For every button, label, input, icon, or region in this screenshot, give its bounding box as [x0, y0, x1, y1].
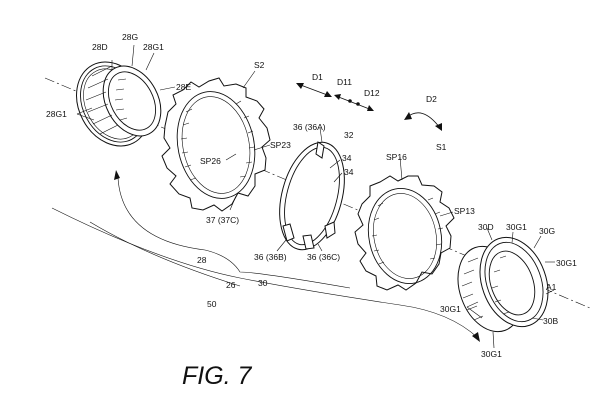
label-50: 50 — [207, 299, 217, 309]
label-28g1-left: 28G1 — [46, 109, 67, 119]
label-34-lower: 34 — [344, 167, 354, 177]
leader-lines — [76, 44, 555, 349]
sprocket-s1 — [354, 175, 455, 291]
reference-labels: 28D 28G 28G1 28E 28G1 S2 SP26 SP23 37 (3… — [46, 32, 577, 359]
direction-arrow-d1 — [296, 83, 332, 97]
label-28g: 28G — [122, 32, 138, 42]
label-26: 26 — [226, 280, 236, 290]
label-s2: S2 — [254, 60, 265, 70]
lock-ring-30 — [457, 236, 549, 333]
label-d2: D2 — [426, 94, 437, 104]
label-sp26: SP26 — [200, 156, 221, 166]
label-s1: S1 — [436, 142, 447, 152]
label-d11: D11 — [337, 77, 352, 87]
label-a1: A1 — [546, 282, 557, 292]
label-37: 37 (37C) — [206, 215, 239, 225]
label-28e: 28E — [176, 82, 191, 92]
label-30g1-c: 30G1 — [440, 304, 461, 314]
figure-caption: FIG. 7 — [182, 362, 253, 390]
label-30b: 30B — [543, 316, 558, 326]
label-28g1-top: 28G1 — [143, 42, 164, 52]
label-36b: 36 (36B) — [254, 252, 287, 262]
label-36a: 36 (36A) — [293, 122, 326, 132]
direction-arrow-d2 — [404, 112, 442, 131]
label-d12: D12 — [364, 88, 380, 98]
label-34-upper: 34 — [342, 153, 352, 163]
label-30d: 30D — [478, 222, 494, 232]
label-sp16: SP16 — [386, 152, 407, 162]
label-30g1-d: 30G1 — [481, 349, 502, 359]
label-30g1-b: 30G1 — [556, 258, 577, 268]
label-30g1-a: 30G1 — [506, 222, 527, 232]
label-sp23: SP23 — [270, 140, 291, 150]
label-32: 32 — [344, 130, 354, 140]
label-36c: 36 (36C) — [307, 252, 340, 262]
ring-32 — [279, 141, 345, 251]
label-sp13: SP13 — [454, 206, 475, 216]
label-30: 30 — [258, 278, 268, 288]
assembly-brackets — [51, 170, 480, 342]
direction-arrow-d11-d12 — [334, 94, 374, 111]
label-d1: D1 — [312, 72, 323, 82]
sprocket-s2 — [161, 77, 271, 212]
lock-ring-28 — [76, 61, 162, 147]
label-28d: 28D — [92, 42, 108, 52]
label-30g: 30G — [539, 226, 555, 236]
label-28: 28 — [197, 255, 207, 265]
